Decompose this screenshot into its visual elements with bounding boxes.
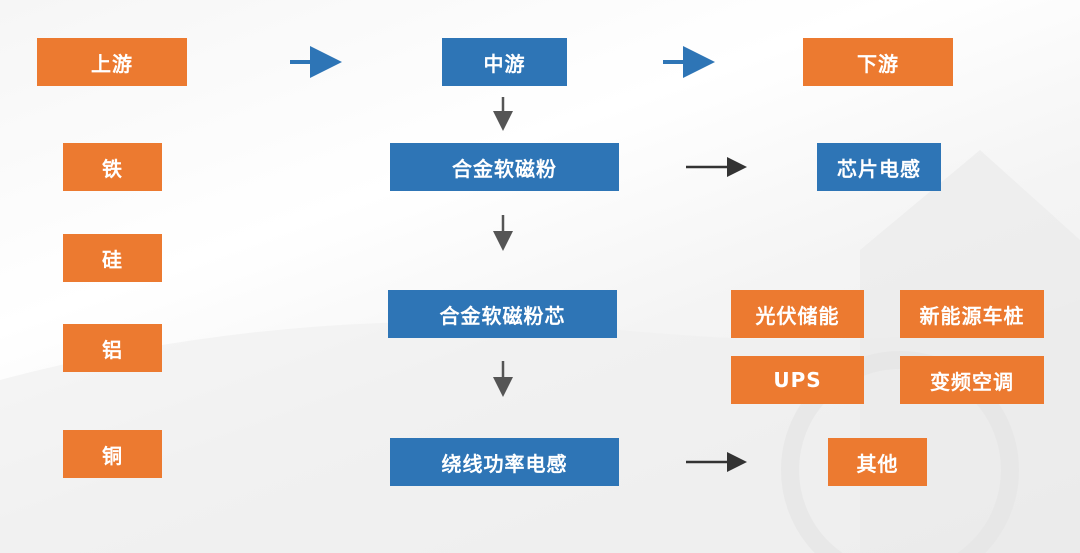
midstream-header: 中游 [442, 38, 567, 86]
midstream-item-alloy-powder: 合金软磁粉 [390, 143, 619, 191]
midstream-item-alloy-powder-core: 合金软磁粉芯 [388, 290, 617, 338]
downstream-item-other: 其他 [828, 438, 927, 486]
upstream-item-iron: 铁 [63, 143, 162, 191]
upstream-header: 上游 [37, 38, 187, 86]
downstream-item-chip-inductor: 芯片电感 [817, 143, 941, 191]
midstream-item-power-inductor: 绕线功率电感 [390, 438, 619, 486]
upstream-item-aluminum: 铝 [63, 324, 162, 372]
downstream-item-vf-ac: 变频空调 [900, 356, 1044, 404]
downstream-item-pv-storage: 光伏储能 [731, 290, 864, 338]
downstream-item-nev-charging: 新能源车桩 [900, 290, 1044, 338]
downstream-item-ups: UPS [731, 356, 864, 404]
upstream-item-copper: 铜 [63, 430, 162, 478]
downstream-header: 下游 [803, 38, 953, 86]
upstream-item-silicon: 硅 [63, 234, 162, 282]
